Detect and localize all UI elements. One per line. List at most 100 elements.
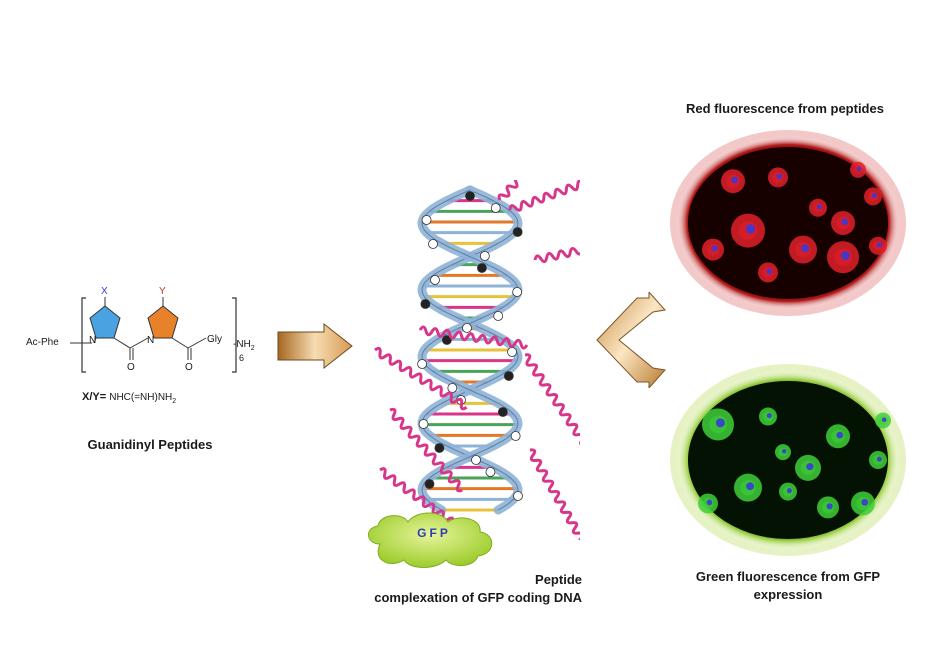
substituent-y-label: Y <box>159 286 166 297</box>
peptide-coil <box>524 353 580 447</box>
positive-charge-icon <box>462 323 472 333</box>
cell-nucleus <box>766 268 773 275</box>
positive-charge-icon <box>418 419 429 429</box>
left-chevron-arrow-icon <box>596 292 666 388</box>
negative-charge-icon <box>424 479 435 489</box>
positive-charge-icon <box>513 491 523 501</box>
cell-nucleus <box>836 431 844 439</box>
cell-nucleus <box>711 245 718 252</box>
negative-charge-icon <box>512 227 523 237</box>
positive-charge-icon <box>479 251 490 261</box>
substituent-definition: X/Y= NHC(=NH)NH2 <box>82 391 176 405</box>
peptide-coil <box>418 325 529 350</box>
cell-nucleus <box>871 192 877 199</box>
cell-nucleus <box>706 499 713 506</box>
cell-nucleus <box>881 417 887 422</box>
peptide-coil-path <box>418 325 529 350</box>
negative-charge-icon <box>420 299 431 309</box>
positive-charge-icon <box>447 383 458 393</box>
peptide-coil-path <box>389 407 463 493</box>
peptide-coil-path <box>524 353 580 447</box>
cell-nucleus <box>826 503 833 510</box>
amide-subscript: 2 <box>250 345 255 352</box>
cell-nucleus <box>841 218 849 226</box>
pentagon-x <box>89 305 121 339</box>
red-panel-caption: Red fluorescence from peptides <box>686 101 884 116</box>
amide-label: -NH <box>233 339 251 350</box>
cell-nucleus <box>781 449 787 454</box>
cell-nucleus <box>856 166 862 172</box>
oxygen-label-1: O <box>127 362 135 373</box>
peptide-structure-drawing <box>70 297 237 373</box>
cell-nucleus <box>876 242 882 248</box>
dna-backbone-edge <box>421 189 519 511</box>
green-panel-caption-line2: expression <box>753 587 823 602</box>
guanidinyl-caption: Guanidinyl Peptides <box>87 437 213 452</box>
substituent-subscript: 2 <box>172 398 177 406</box>
negative-charge-icon <box>434 443 445 453</box>
peptide-coil <box>497 180 575 201</box>
substituent-x-label: X <box>101 286 108 297</box>
peptide-coil-path <box>374 346 468 411</box>
negative-charge-icon <box>465 191 475 201</box>
green-panel-caption: Green fluorescence from GFP expression <box>660 568 916 604</box>
positive-charge-icon <box>428 239 438 249</box>
gfp-label: GFP <box>417 526 451 540</box>
cell-nucleus <box>715 418 725 428</box>
cell-nucleus <box>745 224 756 234</box>
positive-charge-icon <box>421 215 432 225</box>
cell-nucleus <box>801 244 810 253</box>
cell-nucleus <box>746 482 755 491</box>
cell-nucleus <box>806 462 814 471</box>
cell-nucleus <box>786 488 792 494</box>
peptide-coil-path <box>497 180 575 201</box>
positive-charge-icon <box>471 455 481 465</box>
chemical-structure <box>20 280 280 400</box>
glycine-label: Gly <box>207 334 222 345</box>
peptide-coil <box>389 407 463 493</box>
dna-helix-illustration <box>374 180 580 540</box>
positive-charge-icon <box>417 359 427 369</box>
cell-nucleus <box>766 413 772 419</box>
oxygen-label-2: O <box>185 362 193 373</box>
positive-charge-icon <box>493 311 504 321</box>
nitrogen-label-1: N <box>89 335 97 346</box>
repeat-count: 6 <box>239 353 245 363</box>
cell-nucleus <box>731 176 739 184</box>
red-fluorescence-image <box>670 130 906 316</box>
positive-charge-icon <box>430 275 440 285</box>
cell-nucleus <box>776 173 783 180</box>
substituent-formula: NHC(=NH)NH <box>109 392 173 403</box>
peptide-caption-line1: Peptide <box>535 572 582 587</box>
positive-charge-icon <box>510 431 521 441</box>
cell-nucleus <box>840 251 850 261</box>
prefix-label: Ac-Phe <box>26 337 59 348</box>
right-arrow-icon <box>277 322 353 370</box>
negative-charge-icon <box>503 371 514 381</box>
positive-charge-icon <box>485 467 496 477</box>
cell-nucleus <box>816 204 822 210</box>
peptide-coil <box>508 180 580 212</box>
peptide-coil-path <box>508 180 580 212</box>
peptide-caption: Peptide complexation of GFP coding DNA <box>300 571 582 607</box>
cell-nucleus <box>876 456 882 462</box>
peptide-coil <box>529 448 580 540</box>
peptide-coil-path <box>529 448 580 540</box>
peptide-coil <box>374 346 468 411</box>
positive-charge-icon <box>507 347 517 357</box>
negative-charge-icon <box>441 335 452 345</box>
substituent-key: X/Y= <box>82 391 107 403</box>
amide-terminus: -NH2 <box>233 339 255 352</box>
gfp-cloud <box>368 512 493 568</box>
peptide-coil <box>533 234 580 264</box>
green-fluorescence-image <box>670 364 906 556</box>
negative-charge-icon <box>497 407 508 417</box>
pentagon-y <box>147 305 179 339</box>
green-panel-caption-line1: Green fluorescence from GFP <box>695 569 881 584</box>
positive-charge-icon <box>512 287 523 297</box>
nitrogen-label-2: N <box>147 335 155 346</box>
cell-nucleus <box>861 498 869 506</box>
positive-charge-icon <box>490 203 501 213</box>
peptide-caption-line2: complexation of GFP coding DNA <box>374 590 582 605</box>
peptide-coil-path <box>533 234 580 264</box>
